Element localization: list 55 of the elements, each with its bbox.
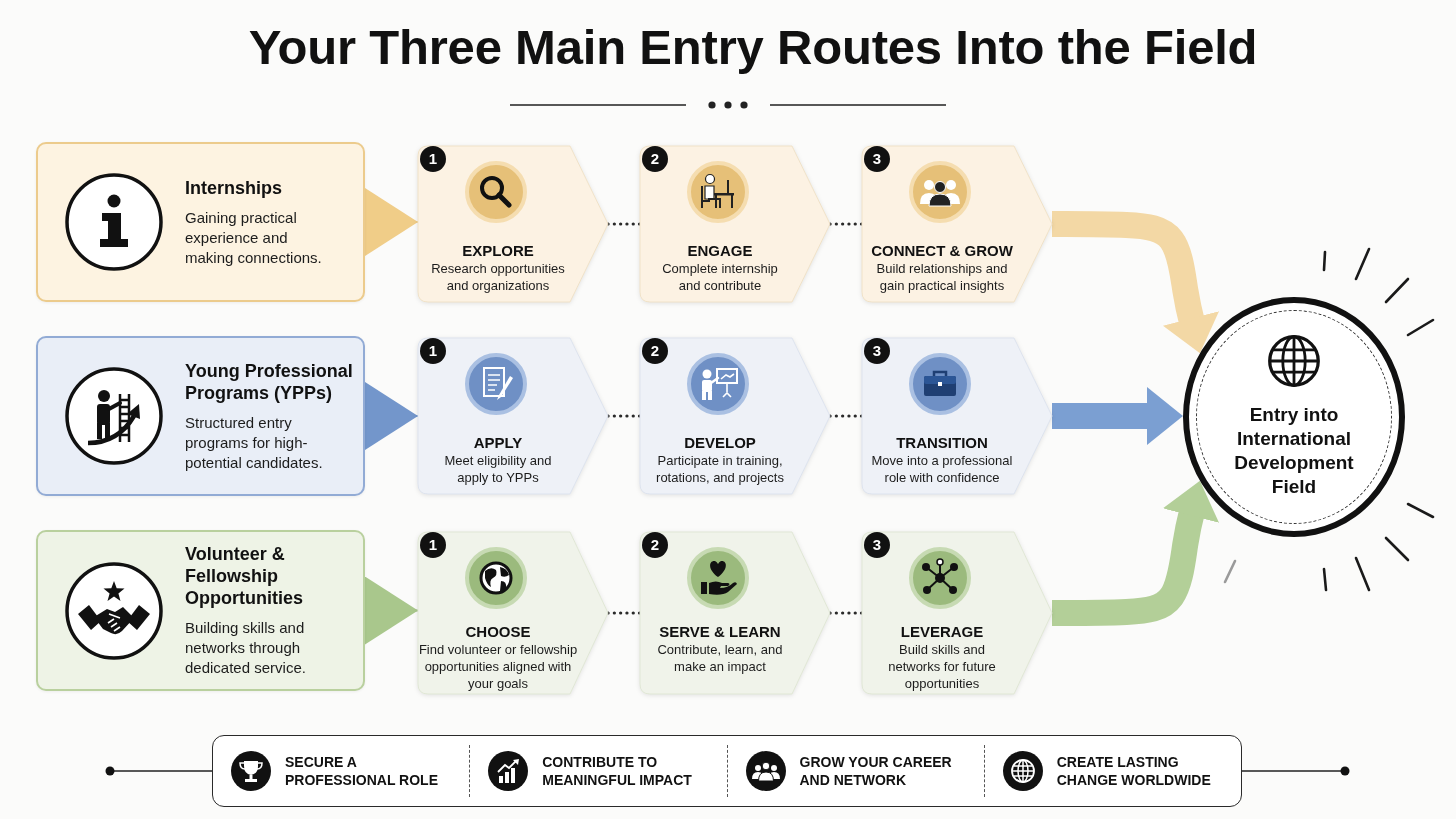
benefit-text: CONTRIBUTE TO MEANINGFUL IMPACT: [542, 753, 693, 789]
curved-arrow: [1052, 211, 1219, 354]
route-card: [36, 530, 365, 691]
step-title: TRANSITION: [896, 434, 988, 452]
step-title: LEVERAGE: [900, 623, 984, 641]
route-card: [36, 142, 365, 302]
goal-title: Entry into International Development Field: [1233, 403, 1355, 499]
step-title: DEVELOP: [684, 434, 756, 452]
step-description: Build relationships and gain practical insights: [875, 260, 1009, 294]
step-card: [418, 338, 608, 494]
step-title: EXPLORE: [462, 242, 534, 260]
benefit-text: SECURE A PROFESSIONAL ROLE: [285, 753, 439, 789]
route-description: Building skills and networks through dedicated service.: [185, 618, 307, 678]
route-title: Internships: [185, 176, 282, 199]
route-title: Young Professional Programs (YPPs): [185, 359, 354, 404]
step-description: Research opportunities and organizations: [430, 260, 566, 294]
step-card: [640, 338, 830, 494]
step-description: Participate in training, rotations, and projects: [655, 452, 785, 486]
chevron-arrow: [364, 576, 419, 645]
arrow: [1052, 387, 1183, 445]
step-title: SERVE & LEARN: [659, 623, 781, 641]
dotted-line: [828, 414, 864, 418]
curved-arrow: [1052, 480, 1219, 626]
dotted-line: [606, 222, 642, 226]
route-description: Gaining practical experience and making connections.: [185, 207, 323, 268]
route-card: [36, 336, 365, 496]
step-card: [640, 532, 830, 694]
step-card: [862, 338, 1052, 494]
step-description: Contribute, learn, and make an impact: [656, 641, 784, 675]
dotted-line: [828, 222, 864, 226]
step-description: Meet eligibility and apply to YPPs: [443, 452, 553, 486]
step-title: ENGAGE: [687, 242, 753, 260]
diagram-title: Your Three Main Entry Routes Into the Field: [248, 19, 1258, 76]
step-card: [418, 532, 608, 694]
step-card: [862, 146, 1052, 302]
benefits-bar: [212, 735, 1242, 807]
step-description: Find volunteer or fellowship opportunities aligned with your goals: [418, 641, 578, 692]
dotted-line: [606, 414, 642, 418]
chevron-arrow: [364, 382, 419, 450]
step-description: Complete internship and contribute: [661, 260, 779, 294]
step-description: Build skills and networks for future opportunities: [887, 641, 997, 692]
route-title: Volunteer & Fellowship Opportunities: [185, 543, 304, 609]
dotted-line: [828, 611, 864, 615]
benefit-text: CREATE LASTING CHANGE WORLDWIDE: [1056, 753, 1212, 789]
step-title: CONNECT & GROW: [871, 242, 1013, 260]
benefit-text: GROW YOUR CAREER AND NETWORK: [799, 753, 953, 789]
route-description: Structured entry programs for high-potential candidates.: [185, 412, 324, 473]
step-card: [640, 146, 830, 302]
step-card: [418, 146, 608, 302]
step-card: [862, 532, 1052, 694]
step-title: CHOOSE: [465, 623, 531, 641]
step-title: APPLY: [473, 434, 523, 452]
dotted-line: [606, 611, 642, 615]
chevron-arrow: [364, 188, 419, 256]
step-description: Move into a professional role with confidence: [870, 452, 1014, 486]
